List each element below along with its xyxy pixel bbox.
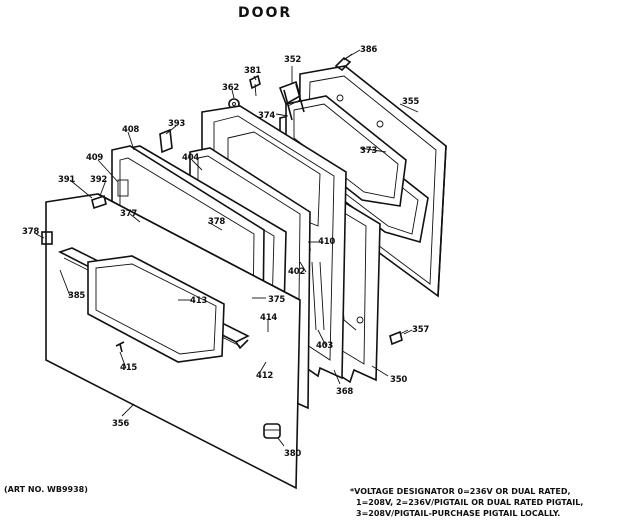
label-409: 409 [86, 153, 103, 163]
bumper-380 [263, 423, 281, 439]
label-352: 352 [284, 55, 301, 65]
label-404: 404 [182, 153, 199, 163]
screw-381 [249, 74, 261, 97]
part-labels: 386 352 355 381 362 374 373 393 408 404 … [22, 45, 430, 459]
label-403: 403 [316, 341, 333, 351]
clip-378 [41, 231, 53, 245]
label-362: 362 [222, 83, 239, 93]
label-355: 355 [402, 97, 419, 107]
label-373: 373 [360, 146, 377, 156]
label-414: 414 [260, 313, 277, 323]
label-368: 368 [336, 387, 353, 397]
voltage-note-line-3: 3=208V/PIGTAIL-PURCHASE PIGTAIL LOCALLY. [356, 509, 560, 518]
hinge-352 [278, 80, 305, 121]
screw-415 [115, 341, 125, 353]
screw-392 [91, 194, 107, 210]
label-410: 410 [318, 237, 335, 247]
label-377: 377 [120, 209, 137, 219]
spacer-393 [159, 128, 173, 154]
label-391: 391 [58, 175, 75, 185]
voltage-note: *VOLTAGE DESIGNATOR 0=236V OR DUAL RATED… [350, 487, 583, 518]
label-378-left: 378 [22, 227, 39, 237]
label-378-center: 378 [208, 217, 225, 227]
screw-357 [389, 329, 409, 346]
label-402: 402 [288, 267, 305, 277]
label-385: 385 [68, 291, 85, 301]
window-glass-pack [279, 95, 429, 244]
label-413: 413 [190, 296, 207, 306]
label-374: 374 [258, 111, 275, 121]
art-number: (ART NO. WB9938) [4, 485, 88, 494]
label-375: 375 [268, 295, 285, 305]
voltage-note-line-1: *VOLTAGE DESIGNATOR 0=236V OR DUAL RATED… [350, 487, 571, 496]
voltage-note-line-2: 1=208V, 2=236V/PIGTAIL OR DUAL RATED PIG… [356, 498, 583, 507]
door-window [87, 255, 225, 363]
label-392: 392 [90, 175, 107, 185]
label-415: 415 [120, 363, 137, 373]
label-356: 356 [112, 419, 129, 429]
label-408: 408 [122, 125, 139, 135]
label-412: 412 [256, 371, 273, 381]
label-380: 380 [284, 449, 301, 459]
label-386: 386 [360, 45, 377, 55]
leader-lines [35, 49, 419, 447]
label-350: 350 [390, 375, 407, 385]
diagram-title: DOOR [238, 5, 292, 21]
label-393: 393 [168, 119, 185, 129]
label-357: 357 [412, 325, 429, 335]
label-381: 381 [244, 66, 261, 76]
